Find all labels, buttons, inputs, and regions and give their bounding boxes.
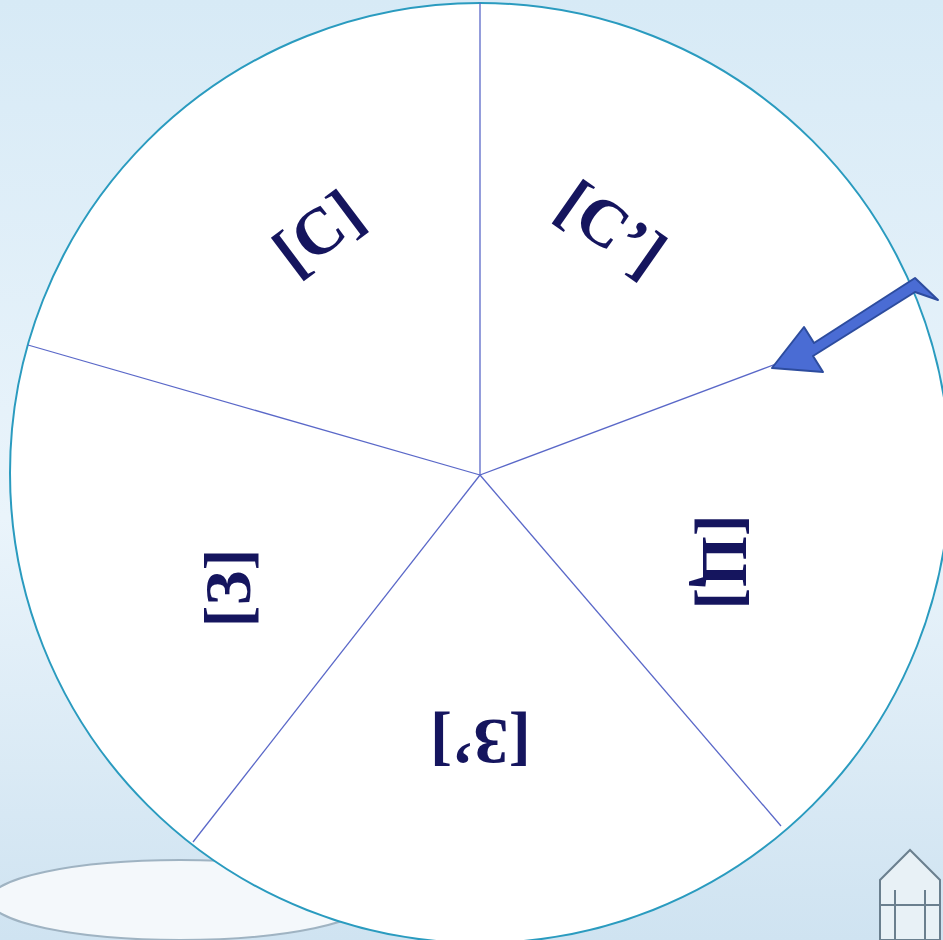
- sound-label: [С’]: [547, 168, 678, 287]
- sound-label: [С]: [262, 178, 375, 286]
- wheel-rim: [10, 3, 943, 940]
- wheel-sector: [Ц]: [688, 506, 762, 617]
- sector-dividers: [28, 3, 781, 842]
- wheel-sector: [С]: [253, 170, 383, 294]
- greenhouse-icon: [880, 850, 940, 940]
- sound-label: [З’]: [430, 709, 531, 775]
- sound-label: [З]: [195, 549, 261, 628]
- wheel-sector: [З]: [191, 541, 265, 636]
- pointer-arrow: [772, 278, 938, 372]
- sound-label: [Ц]: [692, 514, 758, 609]
- wheel-sector: [С’]: [538, 161, 687, 296]
- wheel-sector: [З’]: [422, 705, 539, 779]
